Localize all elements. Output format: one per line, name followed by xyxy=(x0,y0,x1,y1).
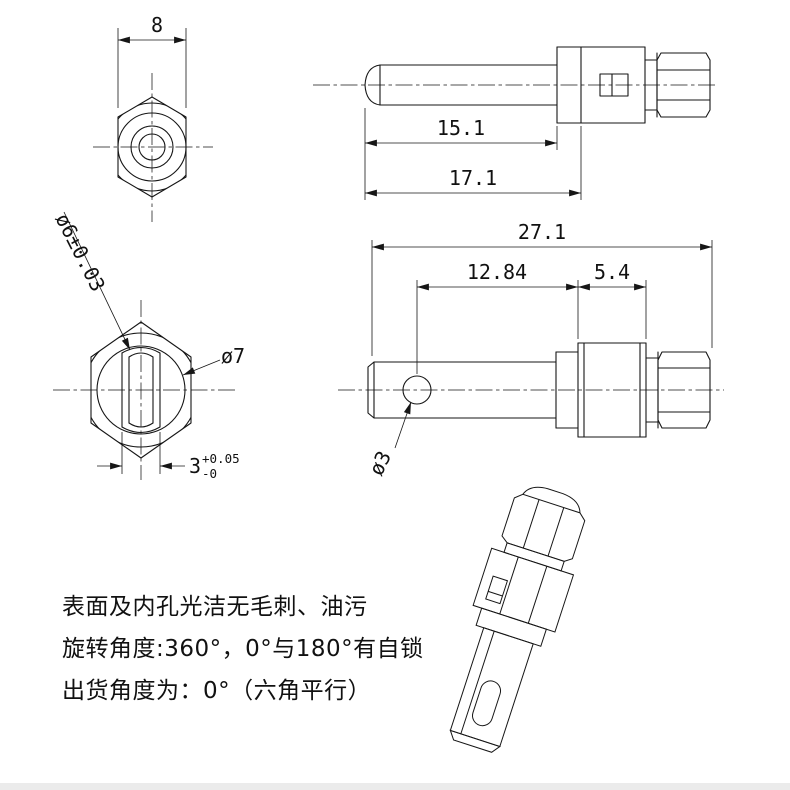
leaders-and-dims xyxy=(63,211,221,474)
hex-outline xyxy=(90,321,192,459)
dim-hole-position: 12.84 xyxy=(467,260,527,284)
dim-slot-tol-upper: +0.05 xyxy=(202,451,240,466)
isometric-view xyxy=(449,486,586,753)
dim-slot-width: 3 xyxy=(189,454,201,478)
label-slot-diameter: ø6±0.03 xyxy=(51,209,111,295)
top-side-view: 15.1 17.1 xyxy=(313,46,718,200)
dim-body-length: 5.4 xyxy=(594,260,630,284)
label-outer-diameter: ø7 xyxy=(221,344,245,368)
label-hole-diameter: ø3 xyxy=(364,447,396,479)
bottom-edge-strip xyxy=(0,783,790,790)
note-line-1: 表面及内孔光洁无毛刺、油污 xyxy=(62,594,368,620)
iso-part xyxy=(449,486,586,753)
main-side-view: 27.1 12.84 5.4 ø3 xyxy=(338,220,724,479)
dim-overall-shaft: 17.1 xyxy=(449,166,497,190)
centerlines xyxy=(93,73,213,222)
dim-overall-length: 27.1 xyxy=(518,220,566,244)
dim-width-8: 8 xyxy=(151,13,163,37)
notes-block: 表面及内孔光洁无毛刺、油污 旋转角度:360°，0°与180°有自锁 出货角度为… xyxy=(62,594,424,704)
dim-shaft-length: 15.1 xyxy=(437,116,485,140)
dim-lines xyxy=(364,108,582,200)
dim-slot-tol-lower: -0 xyxy=(202,466,217,481)
hex-outline xyxy=(117,96,187,198)
part-outline xyxy=(367,342,711,438)
part-outline xyxy=(364,46,711,124)
top-hex-view: 8 xyxy=(93,13,213,222)
dim-8-lines xyxy=(117,28,187,108)
note-line-2: 旋转角度:360°，0°与180°有自锁 xyxy=(62,636,424,662)
note-line-3: 出货角度为：0°（六角平行） xyxy=(62,678,371,704)
centerlines xyxy=(53,300,237,480)
dim-lines xyxy=(371,240,713,449)
section-hex-view: ø6±0.03 ø7 3 +0.05 -0 xyxy=(51,209,246,481)
